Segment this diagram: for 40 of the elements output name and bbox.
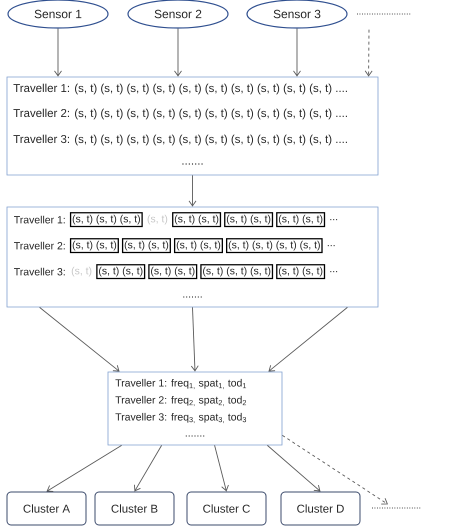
arrow	[268, 306, 348, 372]
segment-box: (s, t) (s, t)	[96, 264, 146, 280]
segment-box: (s, t) (s, t)	[276, 212, 326, 228]
segment-box: (s, t) (s, t)	[172, 212, 222, 228]
row-label: Traveller 2:	[14, 242, 65, 250]
faded-pair: (s, t)	[148, 214, 168, 224]
segment-box: (s, t) (s, t) (s, t) (s, t)	[226, 238, 323, 254]
ellipsis: ...	[330, 271, 338, 272]
segment-box: (s, t) (s, t)	[122, 238, 171, 254]
arrow	[39, 306, 120, 372]
arrow	[174, 28, 182, 77]
row-label: Traveller 3:	[14, 268, 65, 276]
segment-box: (s, t) (s, t)	[174, 238, 223, 254]
arrow	[282, 434, 388, 505]
feature-box: Traveller 1: freq$_{1,}$ spat$_{1,}$ tod$_{1}$ Traveller 2: freq$_{2,}$ spat$_{2,}$ tod$_{2}$ Traveller 3: freq$_{3,}$ spat$_{3,}$ tod$_{3}$ .......	[108, 372, 282, 446]
arrow	[46, 444, 122, 492]
faded-pair: (s, t)	[72, 266, 92, 276]
segment-box: (s, t) (s, t) (s, t)	[70, 212, 143, 228]
ellipsis: ...	[330, 219, 338, 220]
cluster-box: Cluster C	[186, 492, 266, 526]
ellipsis: ...	[328, 245, 335, 246]
segment-box: (s, t) (s, t)	[70, 238, 119, 254]
arrow	[190, 306, 199, 372]
data-box: Traveller 1: (s, t) (s, t) (s, t) (s, t) (s, t) (s, t) (s, t) (s, t) (s, t) (s, t) .... Traveller 2: (s, t) (s, t) (s, t) (s, t) (s, t) (s, t) (s, t) (s, t) (s, t) (s, t) .... Traveller 3: (s, t) (s, t) (s, t) (s, t) (s, t) (s, t) (s, t) (s, t) (s, t) (s, t) .... .......	[6, 76, 378, 176]
arrow	[54, 28, 62, 77]
segment-box: (s, t) (s, t) (s, t)	[200, 264, 274, 280]
arrow	[266, 444, 320, 492]
cluster-box: Cluster A	[6, 492, 86, 526]
row-label: Traveller 1:	[14, 216, 65, 224]
segment-box: (s, t) (s, t)	[148, 264, 198, 280]
arrow	[134, 444, 162, 492]
segment-box: (s, t) (s, t)	[276, 264, 326, 280]
arrow	[214, 444, 229, 492]
cluster-box: Cluster D	[280, 492, 360, 526]
arrow	[364, 29, 373, 77]
ellipsis: .......	[183, 296, 202, 298]
arrow	[293, 28, 301, 77]
arrow	[188, 174, 196, 207]
segment-box: (s, t) (s, t)	[224, 212, 274, 228]
cluster-box: Cluster B	[94, 492, 174, 526]
